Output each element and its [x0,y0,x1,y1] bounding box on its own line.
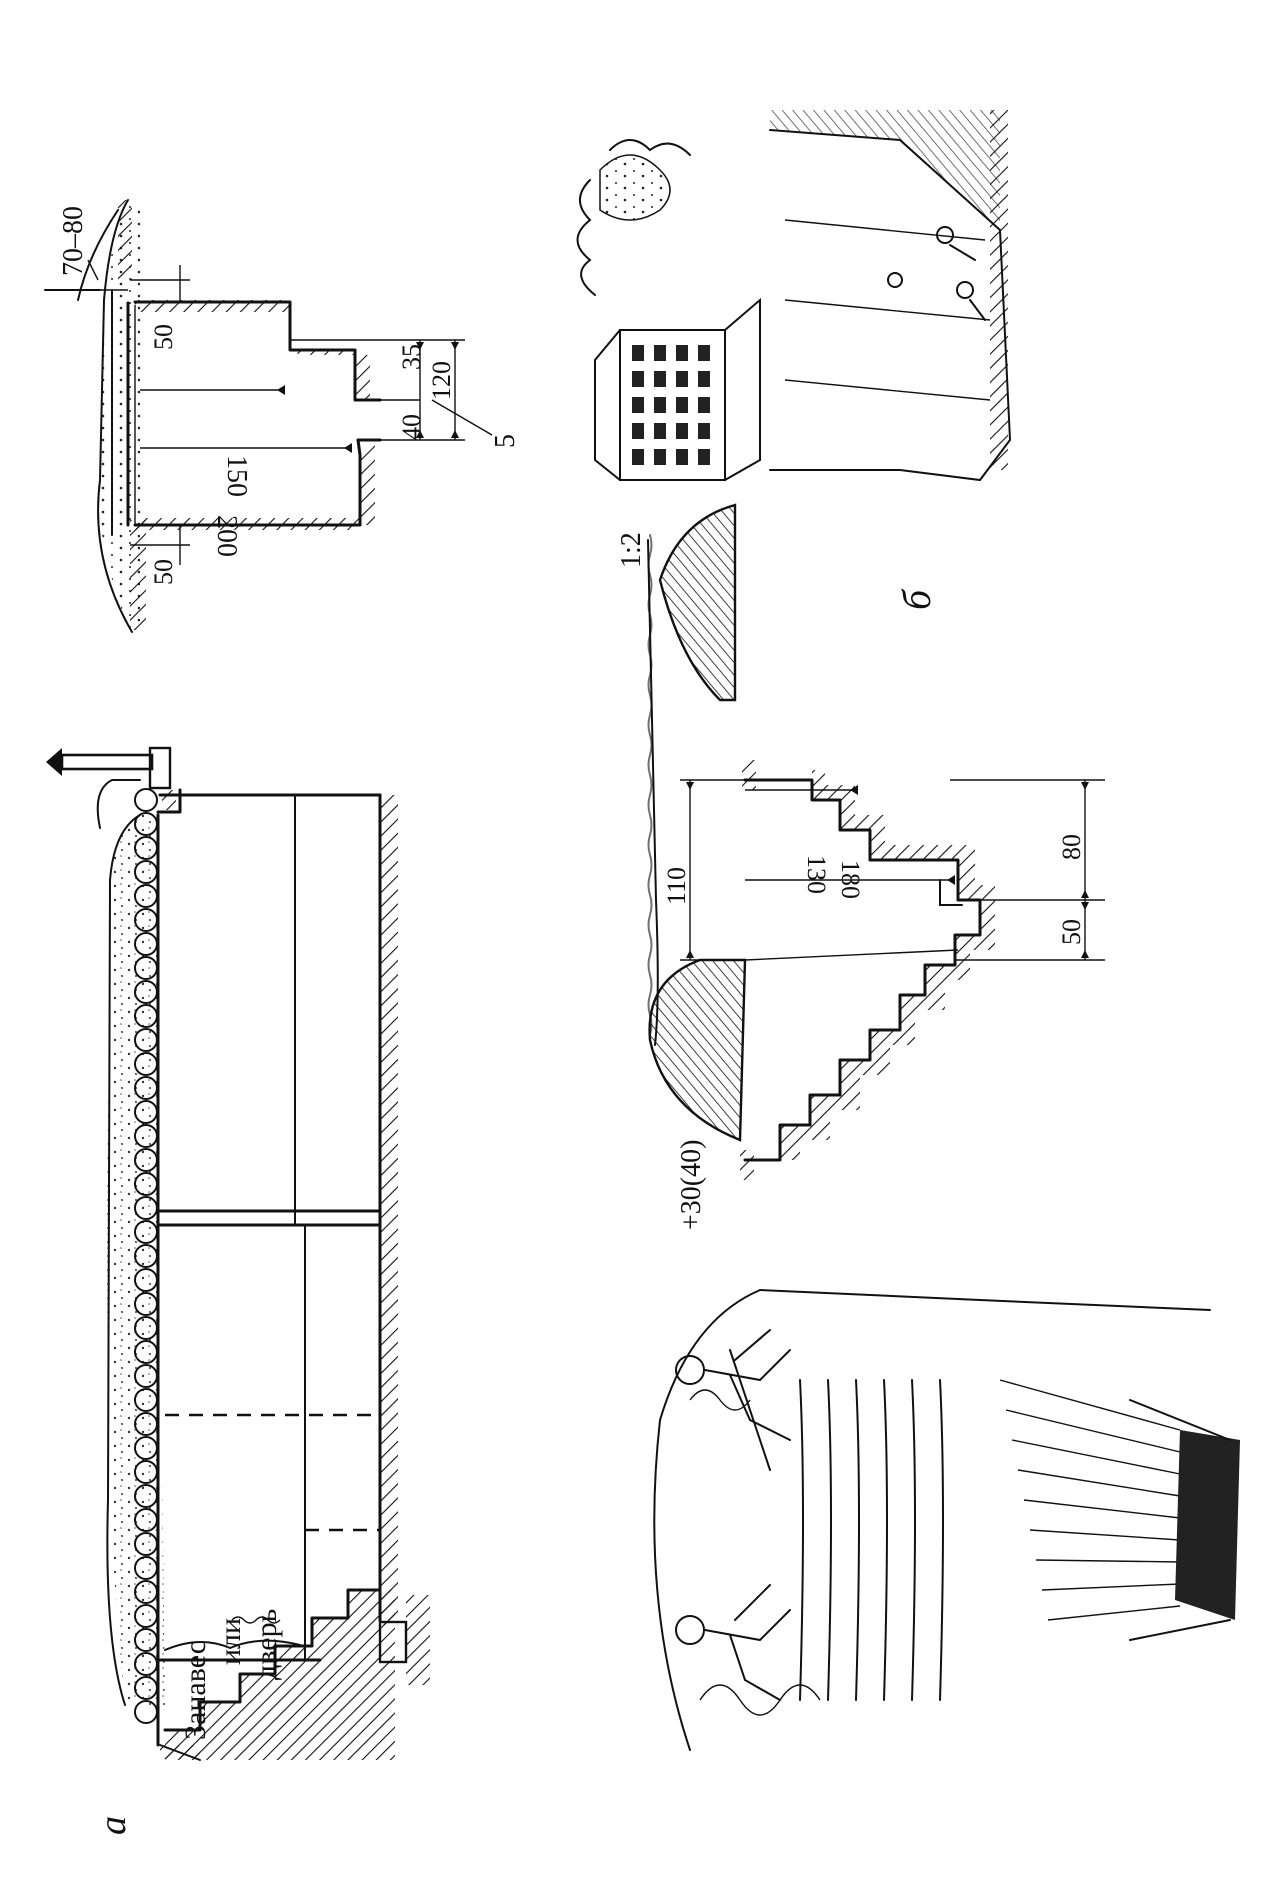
dim-130: 130 [802,855,831,894]
parapet-label: +30(40) [676,1140,707,1230]
dim-70-80: 70–80 [58,206,89,276]
curtain-label-line1: Занавес [179,1641,212,1740]
building-window [632,423,644,439]
workers-sketch [653,1289,1240,1751]
building-window [676,345,688,361]
plank-line [1047,1605,1181,1621]
building-window [654,345,666,361]
building-window [698,345,710,361]
worker-figure-1 [675,1584,791,1701]
building-window [698,371,710,387]
building-window [676,423,688,439]
building-window [676,397,688,413]
dim-80: 80 [1057,834,1086,860]
log-stroke [827,1379,832,1701]
dim-40: 40 [397,414,426,440]
trench-section [647,503,1105,1180]
plank-line [1023,1499,1181,1519]
plank-line [1035,1559,1181,1563]
curtain-label-line2: или [214,1618,247,1665]
curtain-label: Занавес или дверь [179,1609,283,1740]
log-stroke [799,1379,804,1701]
dim-50-b: 50 [1057,919,1086,945]
dim-35: 35 [397,344,426,370]
building-window [698,423,710,439]
building-window [698,449,710,465]
building-window [654,423,666,439]
building-window [676,449,688,465]
figure-label-b: б [894,588,939,610]
log-circle [134,788,158,812]
log-stroke [939,1379,944,1701]
shelter-cross-section [44,199,493,633]
building-window [632,397,644,413]
building-window [676,371,688,387]
building-window [632,449,644,465]
building-window [654,449,666,465]
shelter-longitudinal-section [46,746,430,1761]
building-window [698,397,710,413]
buildings-sketch [576,110,1012,482]
log-stroke [855,1379,860,1701]
dim-120: 120 [427,361,456,400]
slope-label: 1:2 [616,532,647,568]
log-stroke [911,1379,916,1701]
building-window [632,371,644,387]
dim-200: 200 [211,515,242,557]
dim-50-right: 50 [149,559,178,585]
building-window [654,397,666,413]
building-window [654,371,666,387]
plank-line [1017,1469,1181,1497]
plank-line [1005,1409,1181,1453]
dim-5: 5 [490,434,521,448]
dim-50-left: 50 [149,324,178,350]
figure-label-a: а [92,1816,134,1835]
plank-line [1041,1583,1181,1591]
dim-180: 180 [836,860,865,899]
plank-line [999,1379,1181,1431]
plank-line [1029,1529,1181,1541]
curtain-label-line3: дверь [250,1609,283,1680]
worker-figure-2 [675,1329,791,1471]
plank-line [1011,1439,1181,1475]
building-window [632,345,644,361]
dim-150: 150 [221,455,252,497]
dim-110: 110 [662,867,691,905]
log-stroke [883,1379,888,1701]
